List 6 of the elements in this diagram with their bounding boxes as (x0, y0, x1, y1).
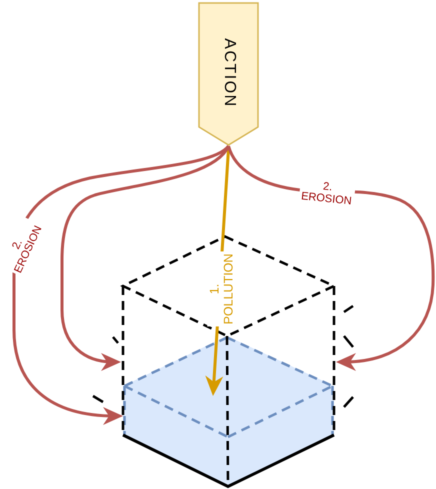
filled-block (123, 336, 334, 487)
pentagon-banner (198, 2, 259, 146)
node-label: ACTION (220, 38, 238, 108)
arrow (12, 144, 230, 425)
arrow (60, 145, 230, 370)
wireframe-cube (121, 233, 336, 489)
